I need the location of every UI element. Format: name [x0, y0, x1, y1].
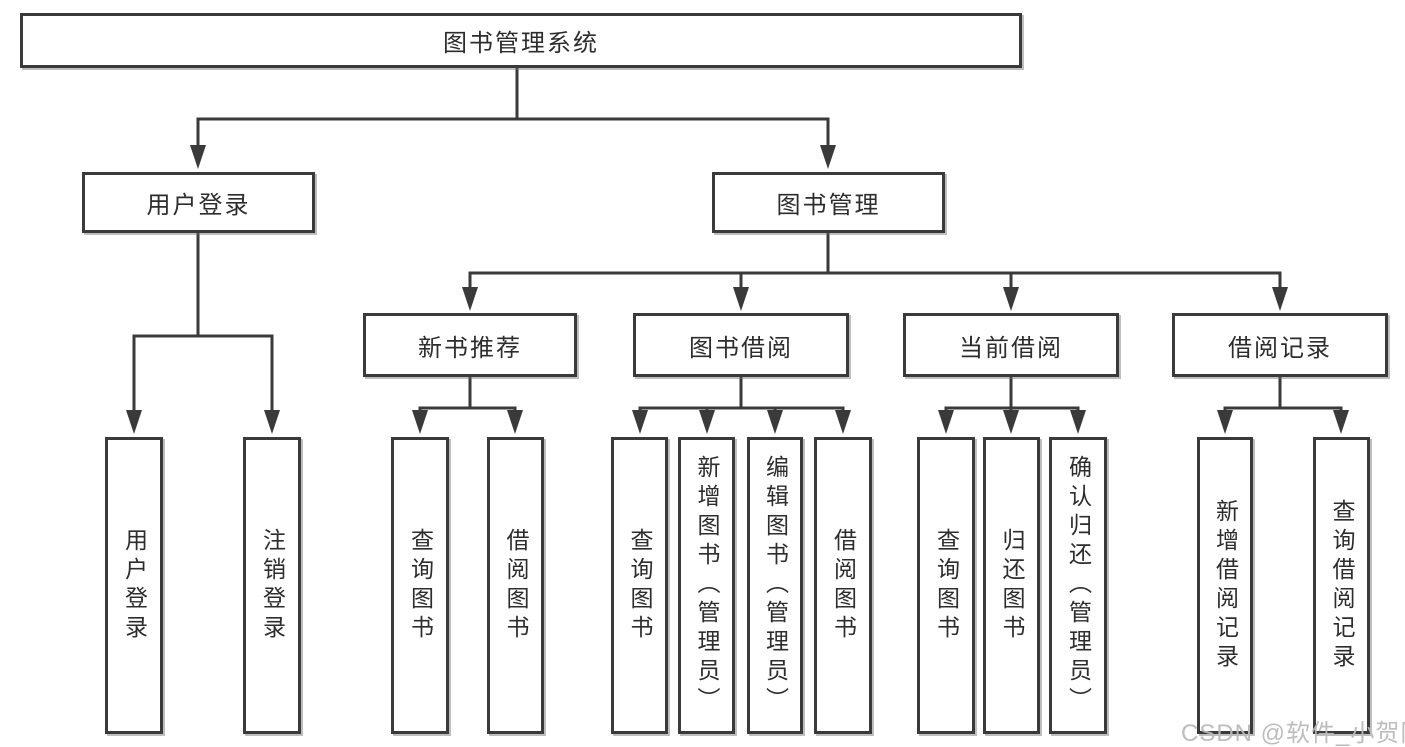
connector-current-borrow [944, 375, 1080, 413]
node-library-system: 图书管理系统 [20, 13, 1022, 68]
node-leaf-edit-books-admin: 编辑图书（管理员） [747, 437, 803, 734]
node-label: 新增借阅记录 [1212, 498, 1239, 673]
connector-borrow-records [1223, 375, 1343, 413]
node-label: 借阅图书 [503, 527, 529, 644]
node-leaf-logout: 注销登录 [243, 437, 301, 734]
connector-new-book [418, 375, 517, 413]
connector-book-mgmt [468, 231, 1282, 290]
node-current-borrowing: 当前借阅 [903, 313, 1119, 377]
node-label: 新书推荐 [418, 334, 522, 362]
connector-book-borrow [638, 375, 845, 413]
node-leaf-query-books-2: 查询图书 [611, 437, 668, 734]
node-label: 查询借阅记录 [1329, 498, 1355, 673]
connector-user-login [132, 231, 274, 413]
node-label: 查询图书 [627, 527, 653, 644]
node-leaf-borrow-books-1: 借阅图书 [487, 437, 544, 734]
node-leaf-add-borrow-record: 新增借阅记录 [1197, 437, 1253, 734]
node-label: 借阅图书 [830, 527, 857, 644]
node-leaf-query-books-1: 查询图书 [391, 437, 449, 734]
node-label: 归还图书 [999, 527, 1025, 644]
node-borrowing-records: 借阅记录 [1172, 313, 1388, 377]
node-leaf-confirm-return-admin: 确认归还（管理员） [1049, 437, 1107, 734]
node-label: 图书借阅 [689, 334, 793, 362]
node-label: 编辑图书（管理员） [762, 455, 789, 716]
node-label: 图书管理 [776, 192, 881, 219]
node-label: 注销登录 [259, 527, 286, 644]
node-label: 用户登录 [121, 527, 148, 644]
node-leaf-borrow-books-2: 借阅图书 [814, 437, 872, 734]
node-user-login: 用户登录 [82, 172, 315, 233]
node-new-book-recommend: 新书推荐 [363, 313, 577, 377]
node-label: 确认归还（管理员） [1065, 455, 1092, 716]
node-label: 当前借阅 [959, 334, 1063, 362]
node-label: 借阅记录 [1228, 334, 1332, 362]
node-label: 用户登录 [146, 192, 251, 219]
node-leaf-return-books: 归还图书 [983, 437, 1040, 734]
node-leaf-query-borrow-record: 查询借阅记录 [1313, 437, 1370, 734]
node-label: 查询图书 [933, 527, 960, 644]
connector-root [196, 66, 830, 148]
node-leaf-query-books-3: 查询图书 [917, 437, 975, 734]
node-leaf-add-books-admin: 新增图书（管理员） [678, 437, 735, 734]
node-label: 查询图书 [407, 527, 434, 644]
node-book-borrowing: 图书借阅 [633, 313, 849, 377]
node-label: 新增图书（管理员） [694, 455, 720, 716]
node-label: 图书管理系统 [443, 30, 599, 57]
csdn-watermark: CSDN @软件_小贺同学 [1181, 720, 1405, 747]
node-book-management: 图书管理 [712, 172, 945, 233]
node-leaf-user-login: 用户登录 [105, 437, 163, 734]
arrowheads [126, 145, 1349, 434]
